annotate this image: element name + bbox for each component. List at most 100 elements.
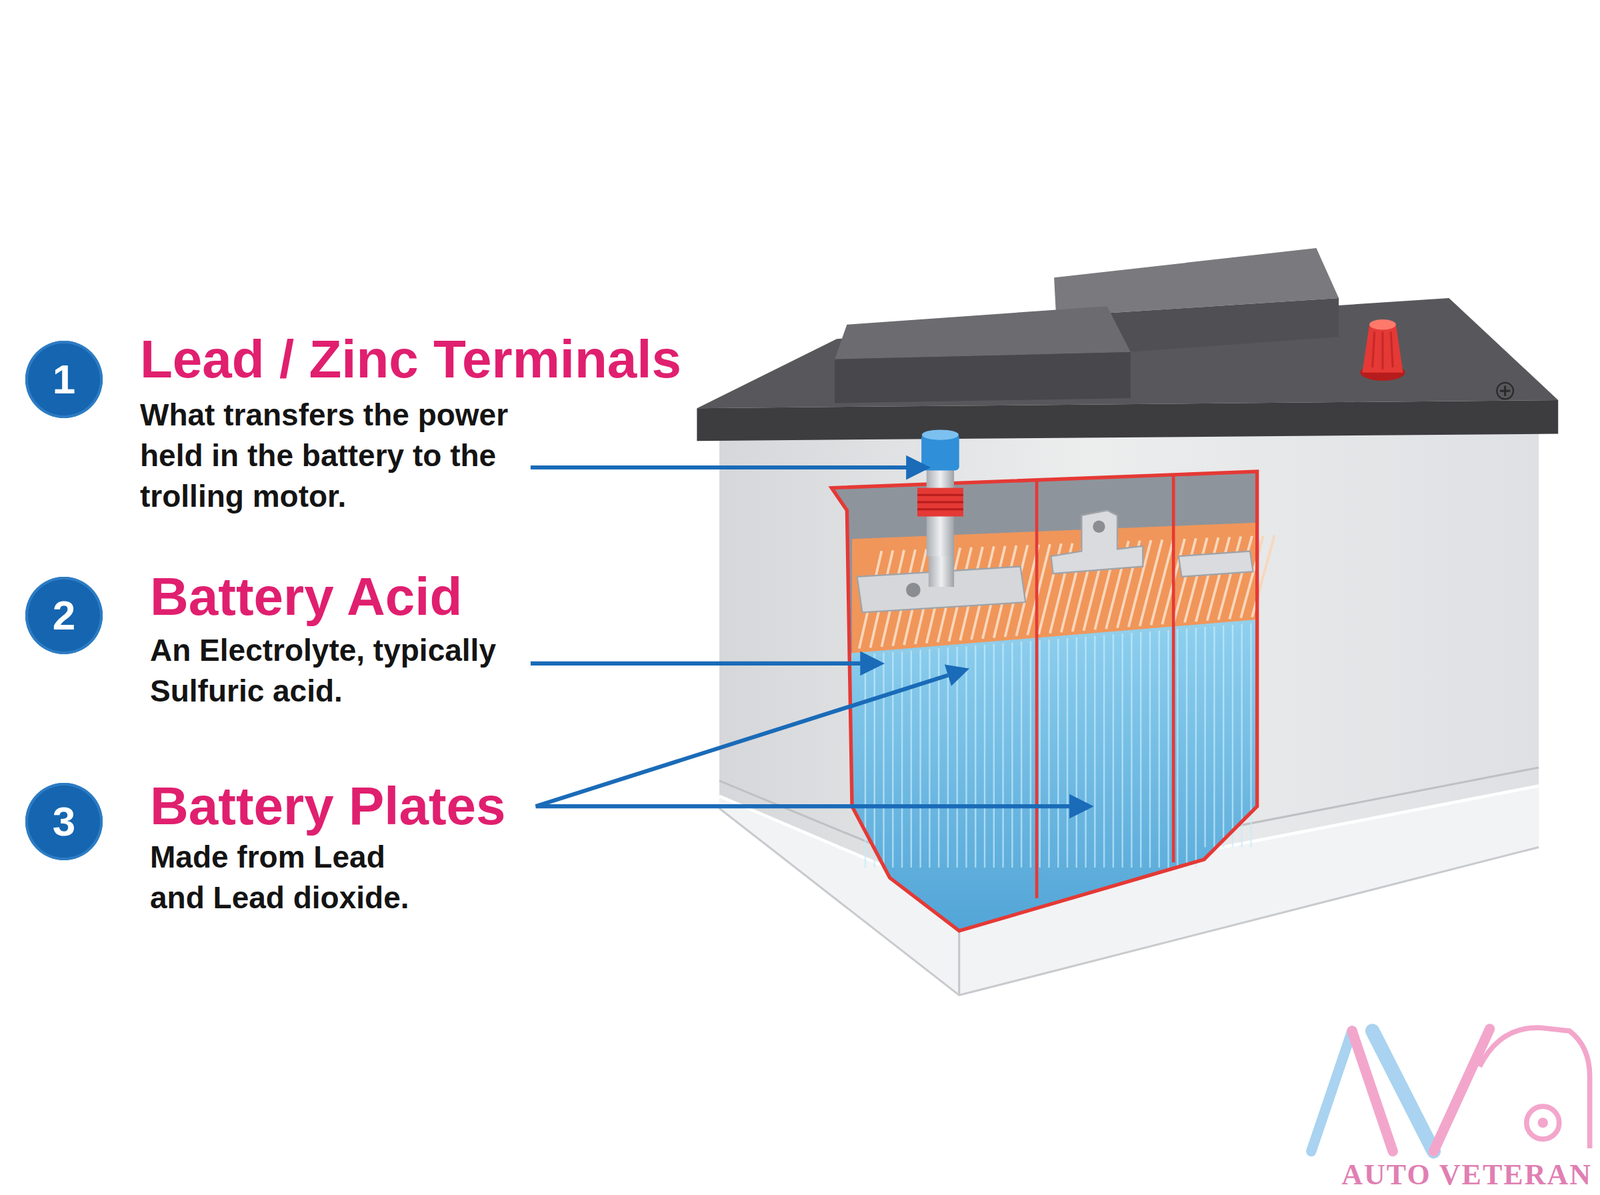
plate-tops <box>1184 538 1208 623</box>
terminal-post <box>917 508 964 510</box>
terminal-post <box>928 551 954 588</box>
cell-connector <box>1051 510 1144 574</box>
battery-plates <box>984 644 986 868</box>
part-description: What transfers the power held in the bat… <box>140 394 540 518</box>
callout-number: 1 <box>52 358 76 400</box>
battery-plates <box>1232 624 1234 847</box>
cutaway <box>1035 479 1039 898</box>
part-heading: Lead / Zinc Terminals <box>140 328 682 390</box>
battery-plates <box>1167 630 1169 868</box>
leader-arrow <box>536 675 948 807</box>
leader-arrow <box>530 661 862 666</box>
terminal-post <box>917 501 964 504</box>
plus-symbol <box>1504 386 1506 396</box>
battery-plates <box>1176 629 1178 868</box>
plus-symbol <box>1496 382 1513 399</box>
part-heading: Battery Plates <box>150 775 506 837</box>
logo-mark <box>1526 1106 1560 1139</box>
cutaway <box>850 619 1258 931</box>
positive-terminal-cap <box>1381 331 1384 370</box>
leader-arrow <box>860 651 885 676</box>
logo-mark <box>1372 1030 1434 1152</box>
cutaway <box>831 471 1257 931</box>
battery-plates <box>1140 632 1142 868</box>
positive-terminal-cap <box>1369 319 1396 330</box>
battery-plates <box>1112 634 1114 868</box>
battery-lid <box>696 400 1558 441</box>
cell-connector <box>857 510 1254 612</box>
logo-mark <box>1433 1028 1490 1152</box>
part-description: An Electrolyte, typically Sulfuric acid. <box>150 630 550 712</box>
battery-plates <box>1002 643 1004 868</box>
positive-terminal-cap <box>1362 324 1403 373</box>
battery-plates <box>892 652 894 868</box>
callout-number: 2 <box>52 594 76 636</box>
leader-arrow <box>944 664 970 686</box>
battery-plates <box>1030 640 1032 868</box>
plate-tops <box>1173 538 1196 624</box>
part-heading: Battery Acid <box>150 566 462 628</box>
battery-lid <box>696 298 1558 408</box>
battery-plates <box>1149 631 1151 868</box>
logo-mark <box>1311 1027 1590 1151</box>
battery-plates <box>965 646 967 868</box>
cutaway <box>831 471 1257 931</box>
battery-lid <box>834 352 1131 404</box>
battery-plates <box>947 647 949 868</box>
cutaway <box>1172 475 1176 862</box>
battery-plates <box>1241 624 1243 848</box>
positive-terminal-cap <box>1372 331 1375 368</box>
battery-plates <box>974 645 976 868</box>
plate-tops <box>1196 537 1219 622</box>
logo-mark <box>1311 1030 1352 1152</box>
plate-tops <box>1207 536 1230 621</box>
battery-plates <box>1038 640 1040 868</box>
battery-lid <box>696 248 1558 441</box>
battery-plates <box>873 653 875 868</box>
logo-mark <box>1479 1027 1590 1148</box>
cell-connector <box>1178 551 1254 577</box>
terminal-post <box>917 429 964 587</box>
battery-plates <box>901 651 903 868</box>
callout-number: 3 <box>52 800 76 842</box>
battery-plates <box>1057 638 1059 868</box>
battery-plates <box>1084 636 1086 868</box>
positive-terminal-cap <box>1390 331 1393 368</box>
battery-plates <box>1020 641 1022 868</box>
battery-plates <box>865 623 1252 868</box>
plate-tops <box>1240 535 1264 618</box>
cell-connector <box>1092 520 1105 533</box>
battery-plates <box>1066 638 1068 868</box>
battery-plates <box>1121 633 1123 868</box>
cutaway <box>831 471 1274 931</box>
battery-plates <box>1195 627 1197 868</box>
plate-tops <box>1229 536 1252 619</box>
battery-plates <box>1222 625 1224 847</box>
cell-connector <box>906 582 920 597</box>
battery-plates <box>1186 628 1188 868</box>
battery-plates <box>1048 639 1050 868</box>
leader-arrow <box>906 455 931 480</box>
battery-plates <box>910 650 912 868</box>
leader-arrow <box>1069 794 1094 819</box>
battery-lid <box>834 306 1131 360</box>
callout-circle: 1 <box>25 340 103 418</box>
leader-arrow <box>530 455 1094 819</box>
logo-mark <box>1538 1117 1548 1128</box>
battery-illustration <box>530 248 1590 1152</box>
terminal-post <box>917 488 964 517</box>
battery-plates <box>1130 632 1132 868</box>
battery-plates <box>938 648 940 868</box>
battery-plates <box>882 652 884 868</box>
battery-plates <box>1103 634 1105 868</box>
plus-symbol <box>1496 382 1513 399</box>
battery-plates <box>1213 626 1215 847</box>
leader-arrow <box>530 465 908 470</box>
callout-circle: 2 <box>25 576 103 654</box>
leader-arrow <box>536 804 1072 808</box>
plate-tops <box>1151 539 1174 626</box>
terminal-post <box>922 429 959 440</box>
watermark-text: AUTO VETERAN <box>1341 1158 1592 1191</box>
battery-plates <box>1158 630 1160 868</box>
